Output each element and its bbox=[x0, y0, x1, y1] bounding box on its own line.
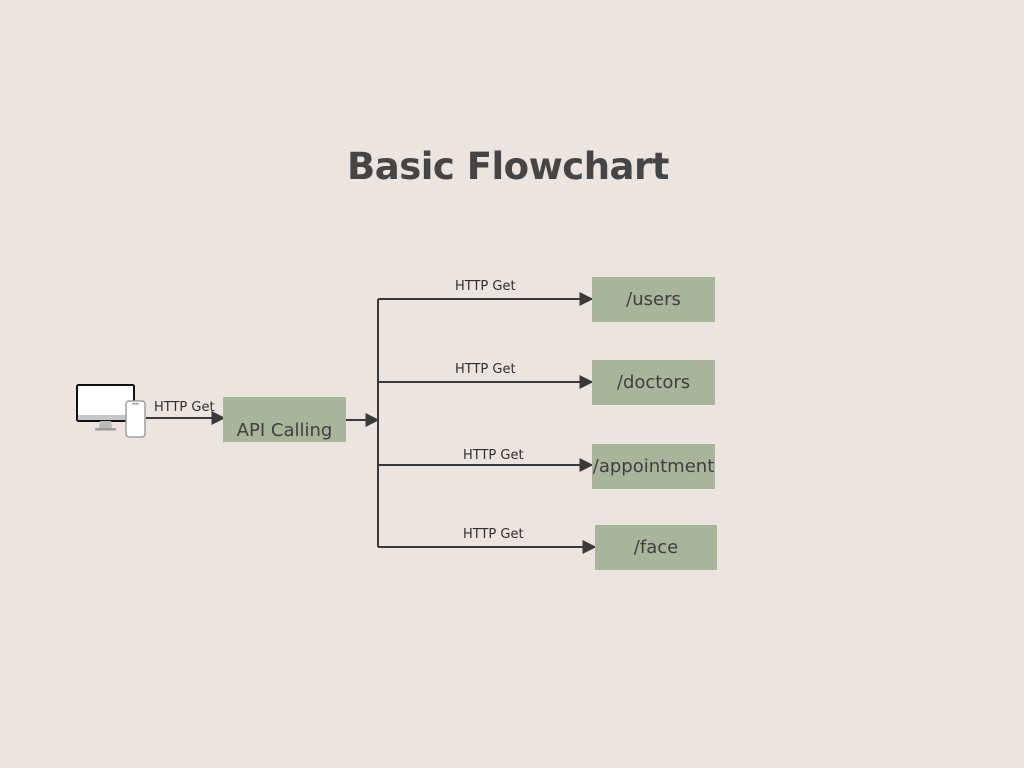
client-edge-label: HTTP Get bbox=[154, 400, 215, 415]
endpoint-node-doctors[interactable]: /doctors bbox=[592, 360, 715, 405]
endpoint-node-appointment[interactable]: /appointment bbox=[592, 444, 715, 489]
edge-label-appointment: HTTP Get bbox=[463, 448, 524, 463]
endpoint-node-users[interactable]: /users bbox=[592, 277, 715, 322]
edge-label-users: HTTP Get bbox=[455, 279, 516, 294]
endpoint-node-face[interactable]: /face bbox=[595, 525, 717, 570]
edge-label-face: HTTP Get bbox=[463, 527, 524, 542]
edge-label-doctors: HTTP Get bbox=[455, 362, 516, 377]
desktop-and-phone-icon bbox=[76, 384, 146, 438]
api-calling-node[interactable]: API Calling bbox=[223, 397, 346, 442]
page-title: Basic Flowchart bbox=[347, 145, 669, 188]
